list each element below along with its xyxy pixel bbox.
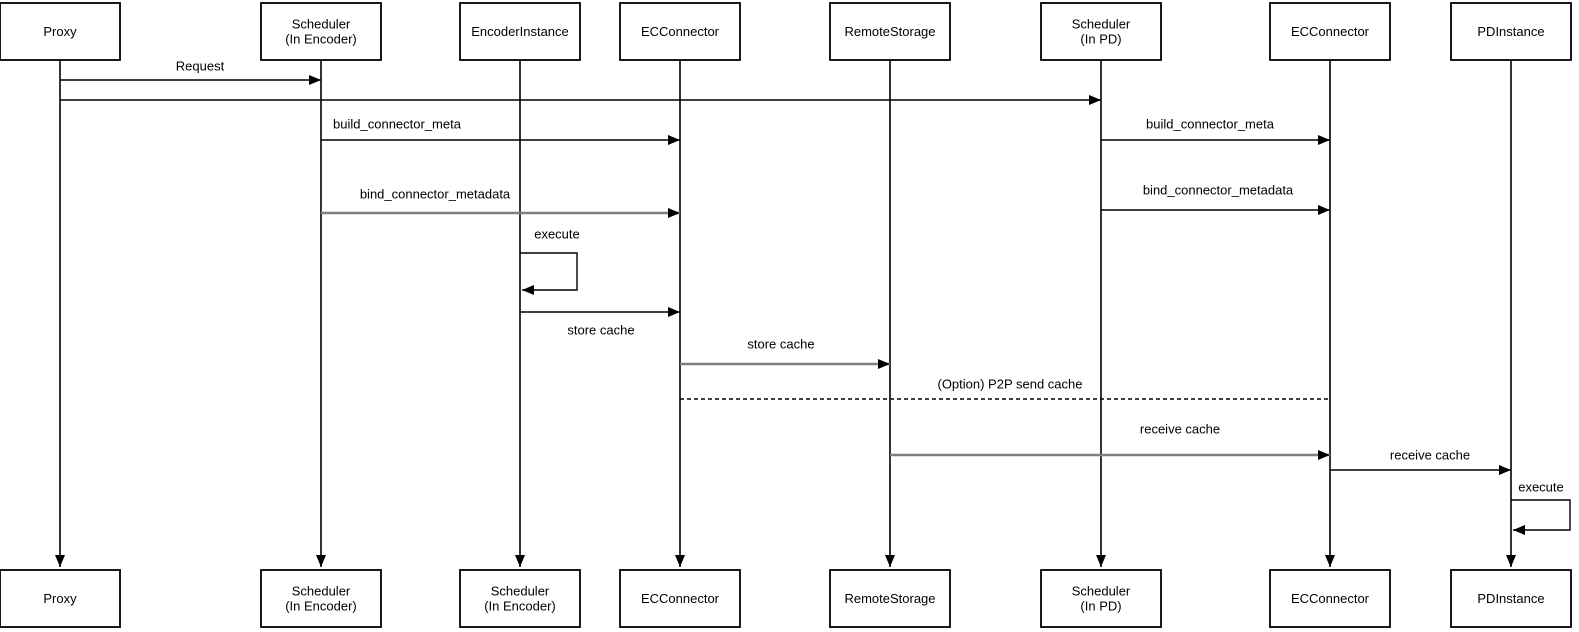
participant-top-label-encoder-instance: EncoderInstance: [471, 24, 569, 39]
participant-bottom-label-ec-connector-right: ECConnector: [1291, 591, 1370, 606]
participant-top-box-ec-connector-left: [619, 2, 741, 61]
participant-top-label-pd-instance: PDInstance: [1477, 24, 1544, 39]
participant-bottom-label-remote-storage: RemoteStorage: [844, 591, 935, 606]
participant-bottom-box-scheduler-pd: [1040, 569, 1162, 628]
participant-top-label-remote-storage: RemoteStorage: [844, 24, 935, 39]
participant-bottom-box-scheduler-encoder: [260, 569, 382, 628]
participant-bottom-label-pd-instance: PDInstance: [1477, 591, 1544, 606]
participant-top-label-scheduler-pd: Scheduler(In PD): [1072, 16, 1131, 46]
message-label-execute-pd: execute: [1518, 479, 1564, 494]
message-label-bind-connector-meta-2: bind_connector_metadata: [1143, 182, 1294, 197]
participant-bottom-label-encoder-instance: Scheduler(In Encoder): [484, 583, 556, 613]
participant-bottom-box-remote-storage: [829, 569, 951, 628]
message-label-bind-connector-meta-1: bind_connector_metadata: [360, 186, 511, 201]
participant-bottom-box-encoder-instance: [459, 569, 581, 628]
participant-top-label-proxy: Proxy: [43, 24, 77, 39]
participant-bottom-label-proxy: Proxy: [43, 591, 77, 606]
self-message-execute-pd: [1511, 499, 1571, 535]
message-label-store-cache-1: store cache: [567, 322, 634, 337]
participant-bottom-box-ec-connector-right: [1269, 569, 1391, 628]
message-label-execute-encoder: execute: [534, 226, 580, 241]
participant-bottom-label-scheduler-encoder: Scheduler(In Encoder): [285, 583, 357, 613]
participant-top-box-proxy: [0, 2, 121, 61]
participant-bottom-label-scheduler-pd: Scheduler(In PD): [1072, 583, 1131, 613]
participant-top-label-scheduler-encoder: Scheduler(In Encoder): [285, 16, 357, 46]
participant-top-box-scheduler-pd: [1040, 2, 1162, 61]
participant-top-box-remote-storage: [829, 2, 951, 61]
participant-bottom-box-ec-connector-left: [619, 569, 741, 628]
participant-top-box-pd-instance: [1450, 2, 1572, 61]
participant-top-box-encoder-instance: [459, 2, 581, 61]
message-label-request: Request: [176, 58, 225, 73]
participant-bottom-box-pd-instance: [1450, 569, 1572, 628]
participant-top-label-ec-connector-left: ECConnector: [641, 24, 720, 39]
message-label-receive-cache-2: receive cache: [1390, 447, 1470, 462]
message-label-p2p-send-cache: (Option) P2P send cache: [937, 376, 1082, 391]
participant-top-label-ec-connector-right: ECConnector: [1291, 24, 1370, 39]
participant-bottom-box-proxy: [0, 569, 121, 628]
message-label-store-cache-2: store cache: [747, 336, 814, 351]
participant-bottom-label-ec-connector-left: ECConnector: [641, 591, 720, 606]
message-label-receive-cache-1: receive cache: [1140, 421, 1220, 436]
participant-top-box-ec-connector-right: [1269, 2, 1391, 61]
participant-top-box-scheduler-encoder: [260, 2, 382, 61]
message-label-build-connector-meta-1: build_connector_meta: [333, 116, 462, 131]
message-label-build-connector-meta-2: build_connector_meta: [1146, 116, 1275, 131]
self-message-execute-encoder: [520, 252, 578, 295]
